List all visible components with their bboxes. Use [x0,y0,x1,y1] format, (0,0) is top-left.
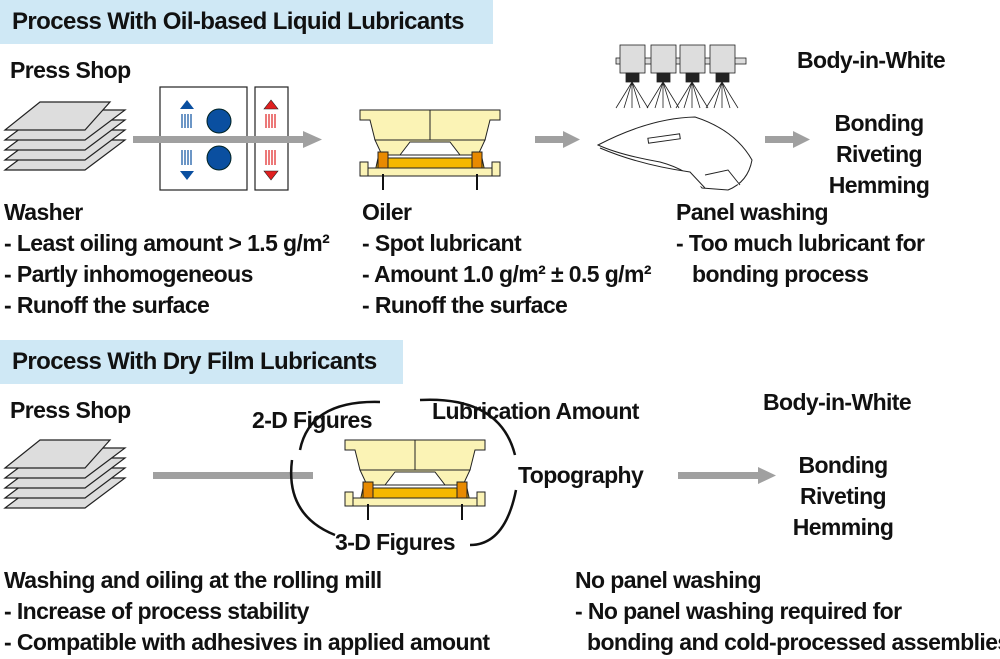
arrow-right-icon [133,131,322,148]
label-topography: Topography [518,462,644,488]
oiler-title: Oiler [362,199,412,225]
panel-washing-title: Panel washing [676,199,829,225]
washer-icon [159,86,289,191]
dry-film-header: Process With Dry Film Lubricants [0,340,403,384]
spray-nozzles-icon [615,44,747,109]
washer-line: - Least oiling amount > 1.5 g/m² [4,230,330,256]
label-2d-figures: 2-D Figures [252,407,373,433]
joining-hemming: Hemming [792,514,894,540]
arrow-right-icon [678,467,776,484]
washer-line: - Runoff the surface [4,292,210,318]
sheet-stack-icon [4,101,126,171]
ellipse-outline [289,398,518,547]
rolling-mill-line: - Compatible with adhesives in applied a… [4,629,490,655]
panel-washing-line: - Too much lubricant for [676,230,925,256]
arrow-right-icon [535,131,580,148]
washer-title: Washer [4,199,83,225]
no-panel-washing-line: bonding and cold-processed assemblies [587,629,1000,655]
oiler-die-icon [359,109,501,191]
joining-riveting: Riveting [800,483,887,509]
press-shop-label: Press Shop [10,397,131,423]
body-in-white-label: Body-in-White [763,389,912,415]
dry-film-title: Process With Dry Film Lubricants [12,348,377,375]
rolling-mill-line: - Increase of process stability [4,598,309,624]
label-lubrication-amount: Lubrication Amount [432,398,639,424]
oiler-line: - Runoff the surface [362,292,568,318]
sheet-stack-icon [4,439,126,509]
joining-bonding: Bonding [798,452,888,478]
body-in-white-label: Body-in-White [797,47,946,73]
oiler-line: - Spot lubricant [362,230,522,256]
oiler-line: - Amount 1.0 g/m² ± 0.5 g/m² [362,261,651,287]
panel-washing-line: bonding process [692,261,869,287]
label-3d-figures: 3-D Figures [335,529,456,555]
press-shop-label: Press Shop [10,57,131,83]
joining-bonding: Bonding [834,110,924,136]
no-panel-washing-title: No panel washing [575,567,762,593]
car-hood-icon [596,116,753,191]
oil-process-title: Process With Oil-based Liquid Lubricants [12,8,464,35]
arrow-right-icon [153,472,313,479]
arrow-right-icon [765,131,810,148]
die-icon [344,439,486,521]
no-panel-washing-line: - No panel washing required for [575,598,902,624]
oil-process-header: Process With Oil-based Liquid Lubricants [0,0,493,44]
joining-hemming: Hemming [828,172,930,198]
joining-riveting: Riveting [836,141,923,167]
rolling-mill-title: Washing and oiling at the rolling mill [4,567,382,593]
washer-line: - Partly inhomogeneous [4,261,253,287]
